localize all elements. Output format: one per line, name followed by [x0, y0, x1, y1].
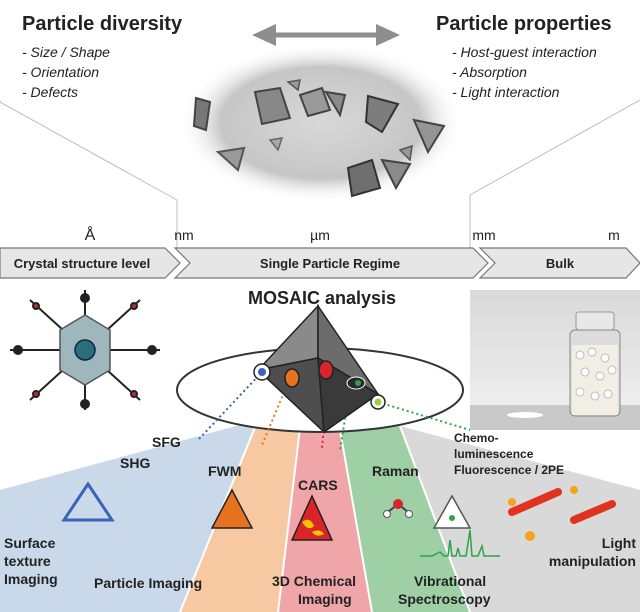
app-surface-1: Surface — [4, 535, 56, 551]
left-funnel-line — [0, 100, 178, 248]
app-light-2: manipulation — [549, 553, 636, 569]
panel-chemical — [278, 428, 372, 612]
triangle-icon-vibrational — [432, 494, 472, 529]
app-chemical-1: 3D Chemical — [272, 573, 356, 589]
label-shg: SHG — [120, 455, 150, 471]
right-funnel-line — [469, 99, 640, 248]
triangle-icon-chemical — [290, 494, 334, 541]
tick-nm: nm — [174, 227, 193, 243]
tick-angstrom: Å — [85, 225, 96, 244]
app-particle: Particle Imaging — [94, 575, 202, 591]
triangle-icon-surface — [61, 481, 115, 522]
label-chemo-3: Fluorescence / 2PE — [454, 463, 564, 477]
app-chemical-2: Imaging — [298, 591, 352, 607]
rod-particles-icon — [508, 486, 616, 541]
spectrum-icon — [420, 529, 500, 557]
tick-um: µm — [310, 227, 330, 243]
double-arrow-icon — [252, 24, 400, 46]
band-bulk: Bulk — [546, 256, 575, 271]
label-chemo-2: luminescence — [454, 447, 534, 461]
left-item-3: - Defects — [22, 84, 78, 100]
label-cars: CARS — [298, 477, 338, 493]
mosaic-title: MOSAIC analysis — [248, 288, 396, 308]
octahedron-icon — [253, 303, 386, 434]
panel-vibrational — [340, 426, 470, 612]
label-chemo-1: Chemo- — [454, 431, 499, 445]
molecule-icon — [383, 499, 413, 518]
app-vibrational-2: Spectroscopy — [398, 591, 491, 607]
app-surface-2: texture — [4, 553, 51, 569]
mof-structure-icon — [10, 290, 160, 410]
tick-mm: mm — [472, 227, 495, 243]
left-item-2: - Orientation — [22, 64, 99, 80]
label-fwm: FWM — [208, 463, 241, 479]
panel-light — [400, 426, 640, 612]
right-item-3: - Light interaction — [452, 84, 560, 100]
label-raman: Raman — [372, 463, 419, 479]
app-light-1: Light — [602, 535, 637, 551]
right-item-2: - Absorption — [452, 64, 527, 80]
triangle-icon-particle — [210, 488, 254, 529]
right-title: Particle properties — [436, 13, 612, 35]
label-sfg: SFG — [152, 434, 181, 450]
panel-surface — [0, 420, 258, 612]
band-crystal: Crystal structure level — [14, 256, 151, 271]
band-single-particle: Single Particle Regime — [260, 256, 400, 271]
left-title: Particle diversity — [22, 13, 183, 35]
micrograph-image — [178, 43, 464, 203]
left-item-1: - Size / Shape — [22, 44, 110, 60]
vial-icon — [569, 311, 621, 417]
app-vibrational-1: Vibrational — [414, 573, 486, 589]
vial-photo — [470, 290, 640, 430]
scale-bands — [0, 247, 640, 279]
app-surface-3: Imaging — [4, 571, 58, 587]
right-item-1: - Host-guest interaction — [452, 44, 597, 60]
tick-m: m — [608, 227, 620, 243]
